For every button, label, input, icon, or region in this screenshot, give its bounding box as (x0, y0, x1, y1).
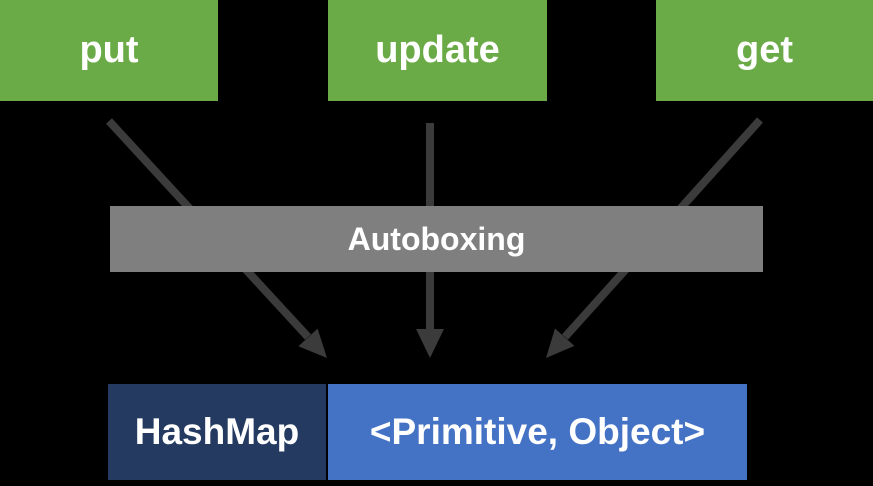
hashmap-box: HashMap (108, 384, 326, 480)
update-box-label: update (375, 29, 500, 71)
put-box: put (0, 0, 218, 101)
get-box-label: get (736, 29, 793, 71)
put-box-label: put (79, 29, 139, 71)
autoboxing-bar-label: Autoboxing (347, 220, 526, 257)
autoboxing-bar: Autoboxing (110, 206, 763, 272)
primitive-object-box: <Primitive, Object> (328, 384, 747, 480)
update-box: update (328, 0, 547, 101)
hashmap-box-label: HashMap (134, 411, 300, 452)
get-box: get (656, 0, 873, 101)
primitive-object-box-label: <Primitive, Object> (369, 411, 706, 452)
